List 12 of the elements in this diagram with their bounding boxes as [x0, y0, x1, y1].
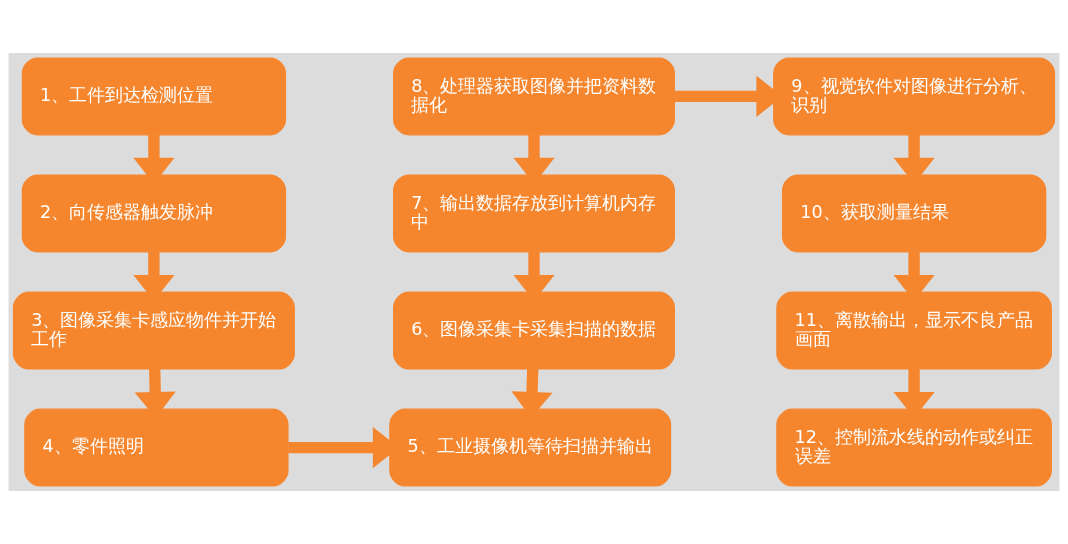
node-box: 3、图像采集卡感应物件并开始工作: [12, 291, 295, 370]
node-box: 9、视觉软件对图像进行分析、识别: [773, 57, 1056, 136]
node-box: 1、工件到达检测位置: [21, 57, 287, 136]
node-box: 12、控制流水线的动作或纠正误差: [776, 408, 1052, 487]
node-box: 6、图像采集卡采集扫描的数据: [393, 291, 675, 370]
node-box: 2、向传感器触发脉冲: [21, 174, 287, 253]
node-box: 5、工业摄像机等待扫描并输出: [389, 408, 672, 487]
node-box: 10、获取测量结果: [781, 174, 1047, 253]
node-box: 4、零件照明: [24, 408, 289, 487]
node-box: 8、处理器获取图像并把资料数据化: [393, 57, 675, 136]
node-box: 7、输出数据存放到计算机内存中: [393, 174, 675, 253]
node-box: 11、离散输出，显示不良产品画面: [776, 291, 1052, 370]
